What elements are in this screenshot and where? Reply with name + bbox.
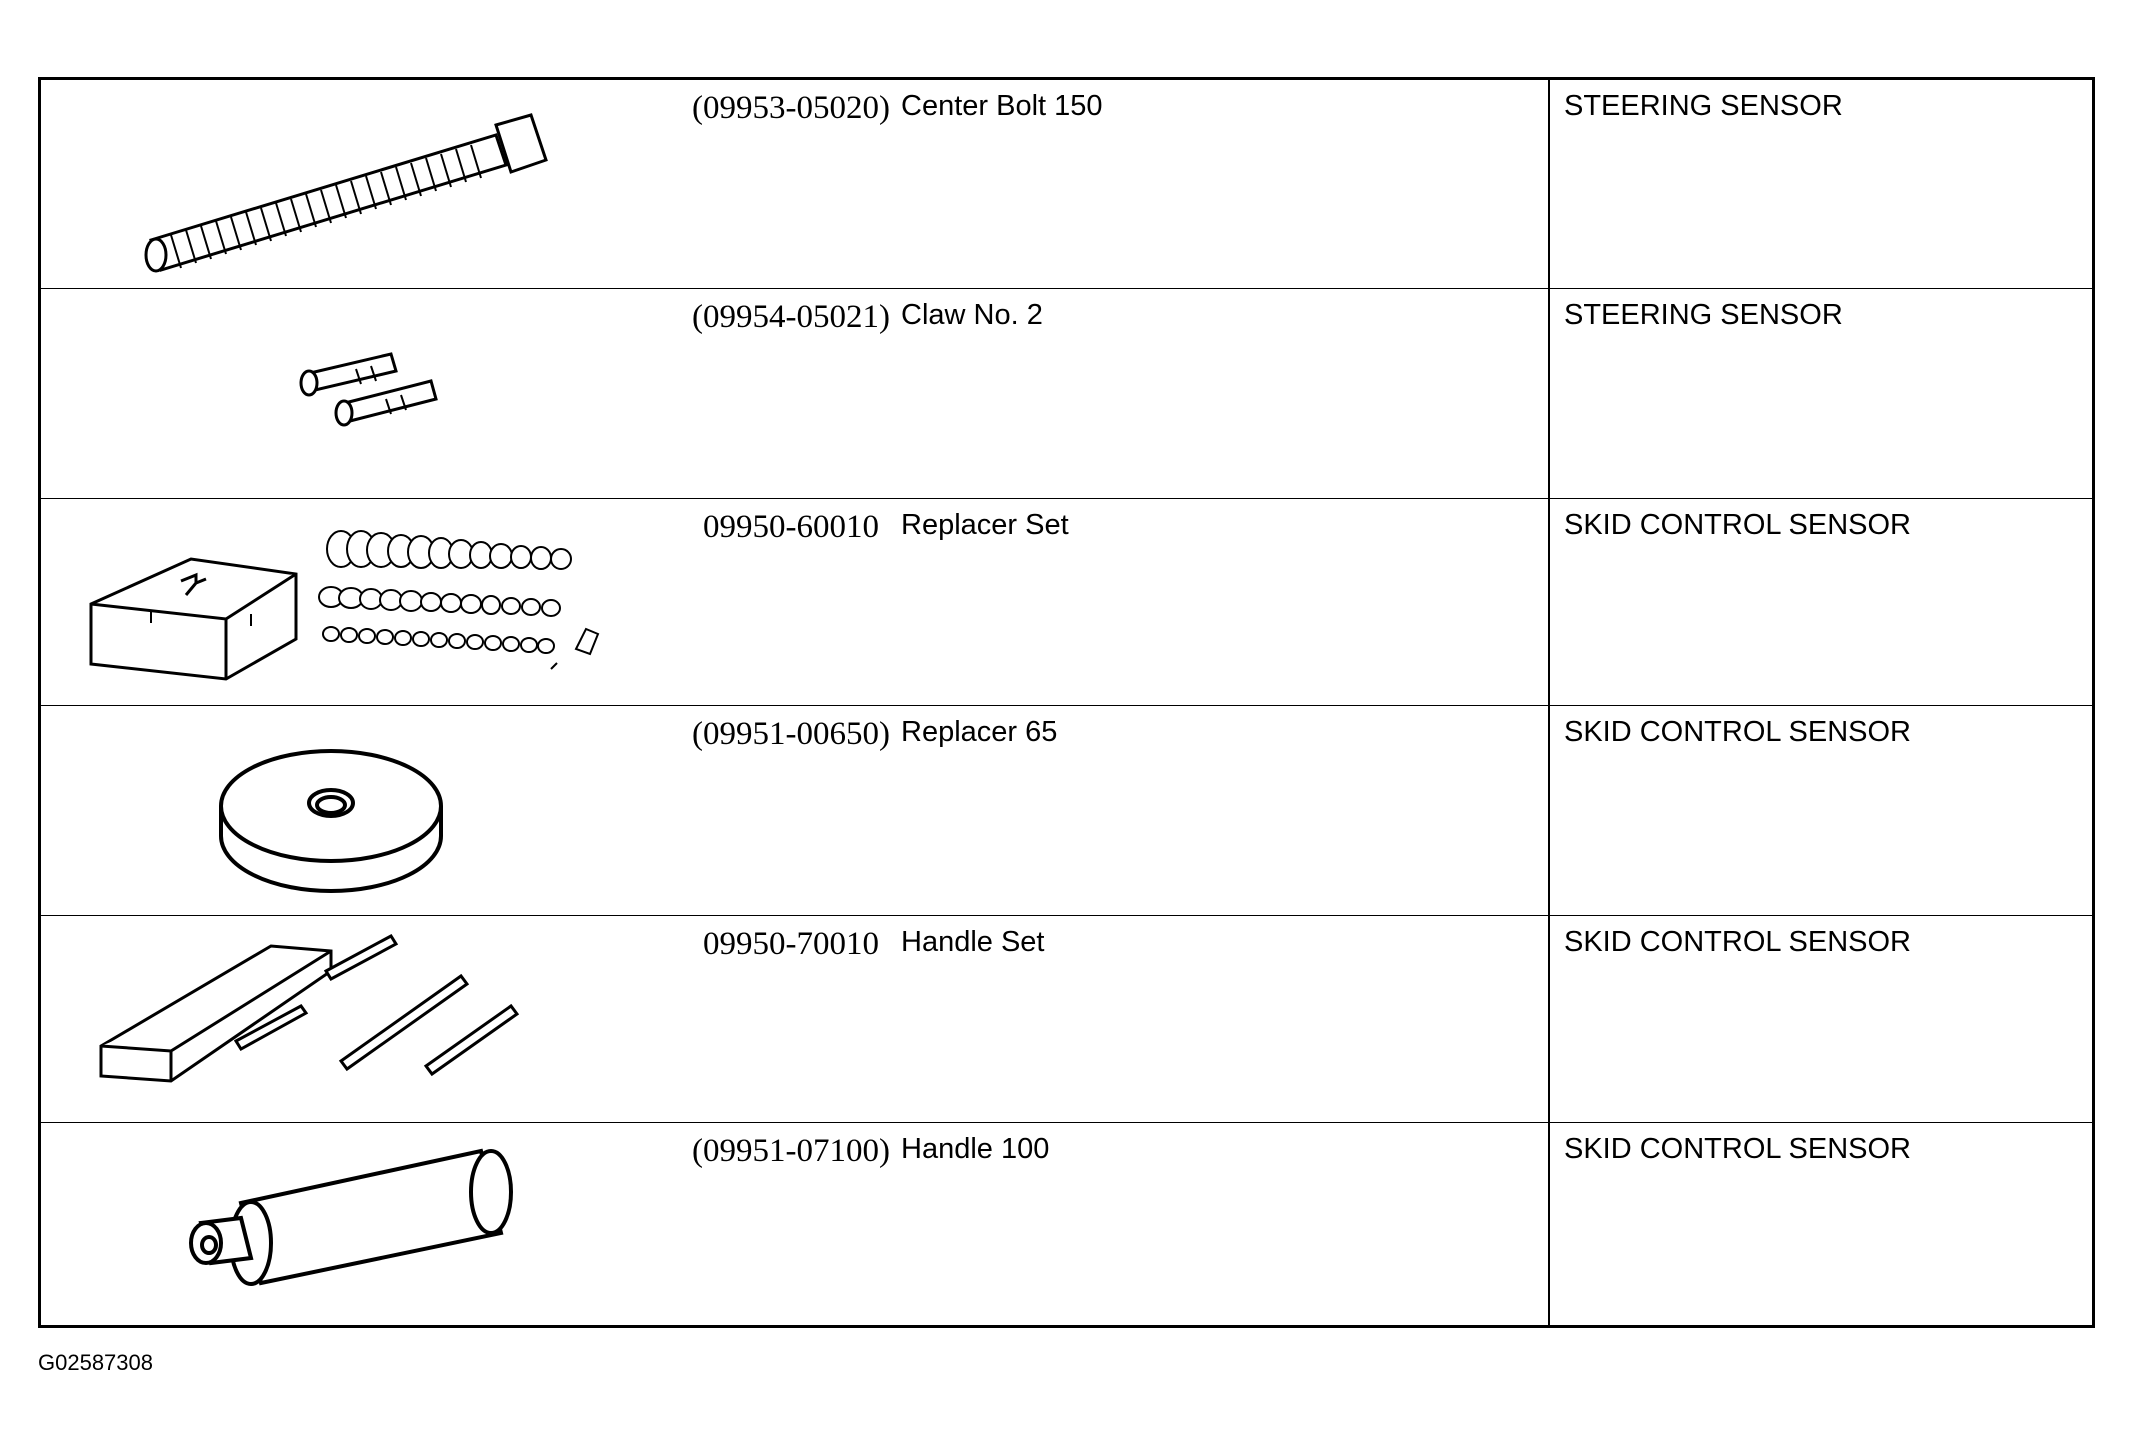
- part-number: 09950-60010: [703, 509, 879, 545]
- tool-name: Claw No. 2: [901, 299, 1043, 331]
- table-row: 09950-70010 Handle Set SKID CONTROL SENS…: [41, 916, 2092, 1123]
- tool-usage: SKID CONTROL SENSOR: [1564, 926, 1911, 958]
- tool-usage: STEERING SENSOR: [1564, 90, 1843, 122]
- tool-usage: SKID CONTROL SENSOR: [1564, 1133, 1911, 1165]
- tool-name: Handle Set: [901, 926, 1045, 958]
- part-number: (09954-05021): [692, 299, 890, 335]
- part-number: (09953-05020): [692, 90, 890, 126]
- part-number: (09951-07100): [692, 1133, 890, 1169]
- table-row: 09950-60010 Replacer Set SKID CONTROL SE…: [41, 499, 2092, 706]
- replacer-set-icon: [41, 499, 601, 705]
- table-row: (09951-07100) Handle 100 SKID CONTROL SE…: [41, 1123, 2092, 1328]
- table-row: (09953-05020) Center Bolt 150 STEERING S…: [41, 80, 2092, 289]
- figure-code: G02587308: [38, 1350, 153, 1375]
- tool-table: (09953-05020) Center Bolt 150 STEERING S…: [38, 77, 2095, 1328]
- part-number: (09951-00650): [692, 716, 890, 752]
- part-number: 09950-70010: [703, 926, 879, 962]
- handle-icon: [41, 1123, 601, 1328]
- table-row: (09951-00650) Replacer 65 SKID CONTROL S…: [41, 706, 2092, 916]
- tool-name: Center Bolt 150: [901, 90, 1103, 122]
- table-row: (09954-05021) Claw No. 2 STEERING SENSOR: [41, 289, 2092, 499]
- tool-name: Replacer 65: [901, 716, 1058, 748]
- tool-name: Handle 100: [901, 1133, 1050, 1165]
- replacer-disc-icon: [41, 706, 601, 915]
- tool-usage: SKID CONTROL SENSOR: [1564, 716, 1911, 748]
- tool-usage: SKID CONTROL SENSOR: [1564, 509, 1911, 541]
- claw-icon: [41, 289, 601, 498]
- tool-usage: STEERING SENSOR: [1564, 299, 1843, 331]
- tool-name: Replacer Set: [901, 509, 1069, 541]
- column-divider: [1548, 80, 1550, 1325]
- center-bolt-icon: [41, 80, 601, 288]
- handle-set-icon: [41, 916, 601, 1122]
